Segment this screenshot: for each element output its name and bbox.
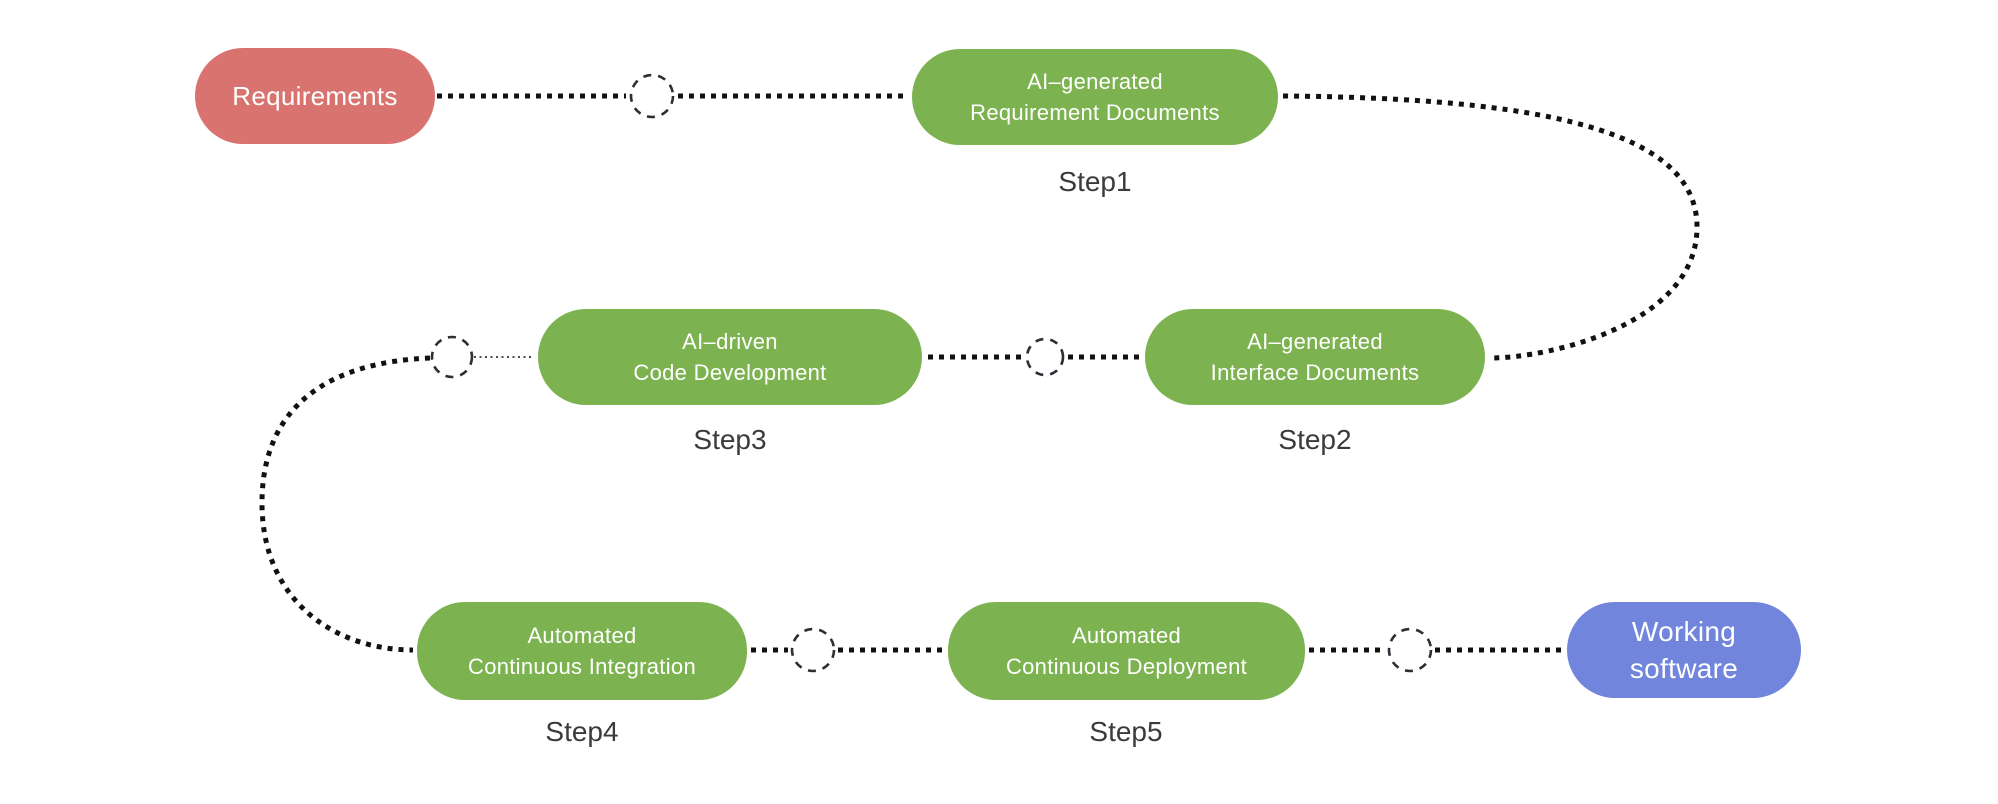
step-label-step5: Step5 xyxy=(1089,716,1163,747)
node-label-line2: Interface Documents xyxy=(1210,360,1420,385)
node-label-line2: Continuous Deployment xyxy=(1005,654,1248,679)
step-label-step2: Step2 xyxy=(1278,424,1352,455)
node-label-line1: Automated xyxy=(1071,623,1182,648)
connector-node-circle xyxy=(790,627,836,673)
node-label-line2: Code Development xyxy=(633,360,827,385)
step-label-step4: Step4 xyxy=(545,716,619,747)
node-label-line1: AI–generated xyxy=(1247,329,1383,354)
node-label-line2: Continuous Integration xyxy=(468,654,696,679)
node-step1: AI–generated Requirement Documents xyxy=(912,49,1278,145)
connector-node-circle xyxy=(1387,627,1433,673)
step-label-step1: Step1 xyxy=(1058,166,1132,197)
step-label-step3: Step3 xyxy=(693,424,767,455)
node-working-software: Working software xyxy=(1567,602,1801,698)
node-step2: AI–generated Interface Documents xyxy=(1145,309,1485,405)
node-label: Requirements xyxy=(232,80,398,111)
node-label-line2: Requirement Documents xyxy=(970,100,1220,125)
node-step5: Automated Continuous Deployment xyxy=(948,602,1305,700)
node-label-line1: Working xyxy=(1631,616,1737,647)
connector-curve-left xyxy=(259,355,431,653)
node-label-line2: software xyxy=(1629,653,1739,684)
node-requirements: Requirements xyxy=(195,48,435,144)
connector-node-circle xyxy=(1025,337,1065,377)
connector-node-circle xyxy=(430,335,474,379)
connector-node-circle xyxy=(629,73,675,119)
node-label-line1: AI–driven xyxy=(682,329,778,354)
node-label-line1: Automated xyxy=(527,623,637,648)
node-label-line1: AI–generated xyxy=(1027,69,1163,94)
node-step3: AI–driven Code Development xyxy=(538,309,922,405)
node-step4: Automated Continuous Integration xyxy=(417,602,747,700)
